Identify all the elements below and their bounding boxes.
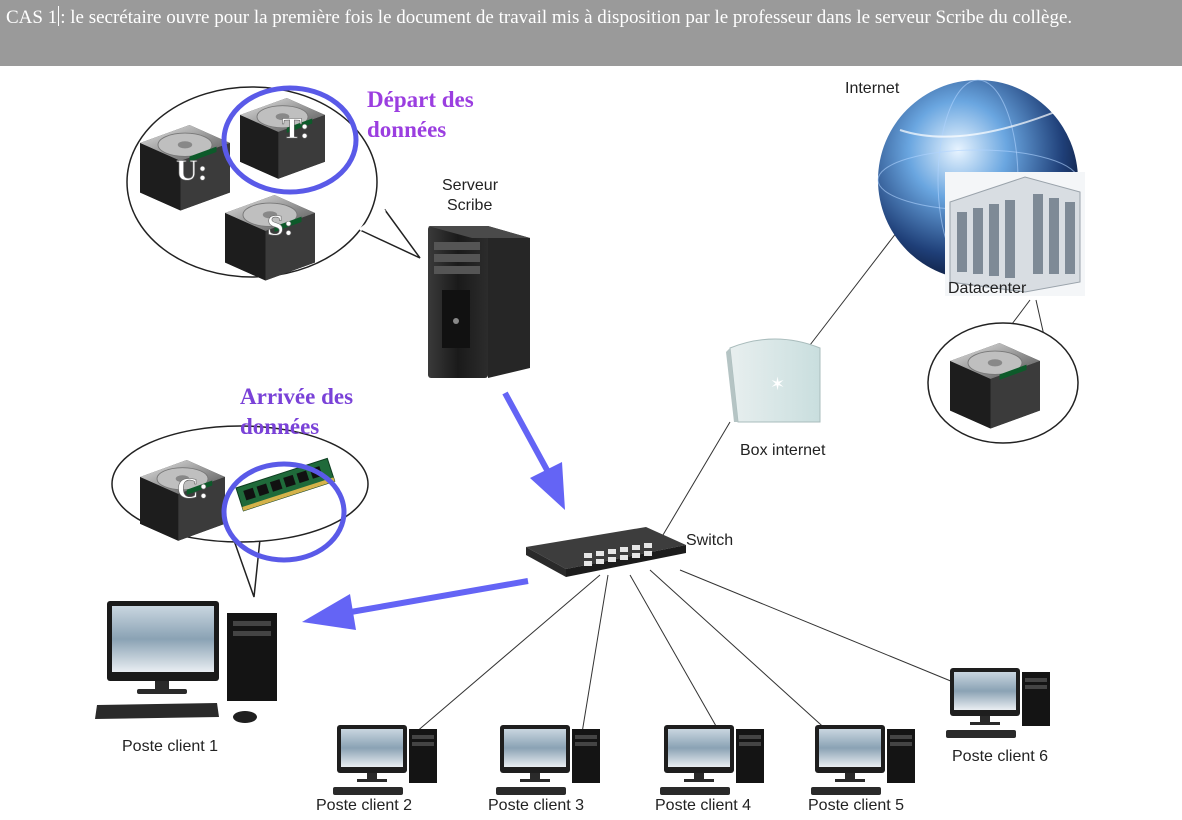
client-label-1: Poste client 1 (122, 738, 218, 755)
case-description: : le secrétaire ouvre pour la première f… (60, 7, 1073, 28)
arrivee-label-line2: données (240, 414, 319, 439)
arrivee-label-line1: Arrivée des (240, 384, 353, 409)
data-flow-arrow-left (302, 578, 529, 630)
server-tower-icon (428, 226, 530, 378)
client-label-2: Poste client 2 (316, 797, 412, 814)
desktop-computer-icon (496, 725, 600, 795)
client-label-5: Poste client 5 (808, 797, 904, 814)
datacenter-drive-bubble (927, 322, 1079, 444)
desktop-computer-icon (95, 601, 277, 723)
desktop-computer-icon (946, 668, 1050, 738)
header-banner: CAS 1: le secrétaire ouvre pour la premi… (0, 0, 1182, 66)
switch-label: Switch (686, 532, 733, 549)
client-label-3: Poste client 3 (488, 797, 584, 814)
source-highlight-circle (221, 85, 359, 195)
desktop-computer-icon (811, 725, 915, 795)
server-label-line2: Scribe (447, 197, 492, 214)
depart-label-line1: Départ des (367, 87, 474, 112)
drive-letter-u: U: (176, 154, 208, 187)
box-internet-label: Box internet (740, 442, 826, 459)
text-cursor (58, 6, 60, 26)
datacenter-label: Datacenter (948, 280, 1027, 297)
drive-letter-s: S: (267, 209, 294, 242)
server-drives-bubble: U: T: S: (126, 85, 421, 281)
client-label-4: Poste client 4 (655, 797, 751, 814)
client-memory-bubble: C: (111, 425, 369, 598)
server-label-line1: Serveur (442, 177, 499, 194)
drive-letter-t: T: (282, 112, 310, 145)
network-cables (414, 227, 1046, 734)
depart-label-line2: données (367, 117, 446, 142)
case-label: CAS 1 (6, 7, 58, 28)
data-flow-arrow-down (502, 391, 565, 510)
client-label-6: Poste client 6 (952, 748, 1048, 765)
datacenter-icon (945, 172, 1085, 296)
network-diagram: U: T: S: Départ des données Serveur Scri… (95, 79, 1085, 814)
desktop-computer-icon (333, 725, 437, 795)
svg-text:✶: ✶ (770, 374, 785, 395)
router-icon: ✶ (726, 338, 821, 423)
switch-icon (526, 527, 686, 577)
destination-highlight-circle (221, 461, 347, 563)
desktop-computer-icon (660, 725, 764, 795)
drive-letter-c: C: (177, 472, 209, 505)
internet-label: Internet (845, 80, 900, 97)
